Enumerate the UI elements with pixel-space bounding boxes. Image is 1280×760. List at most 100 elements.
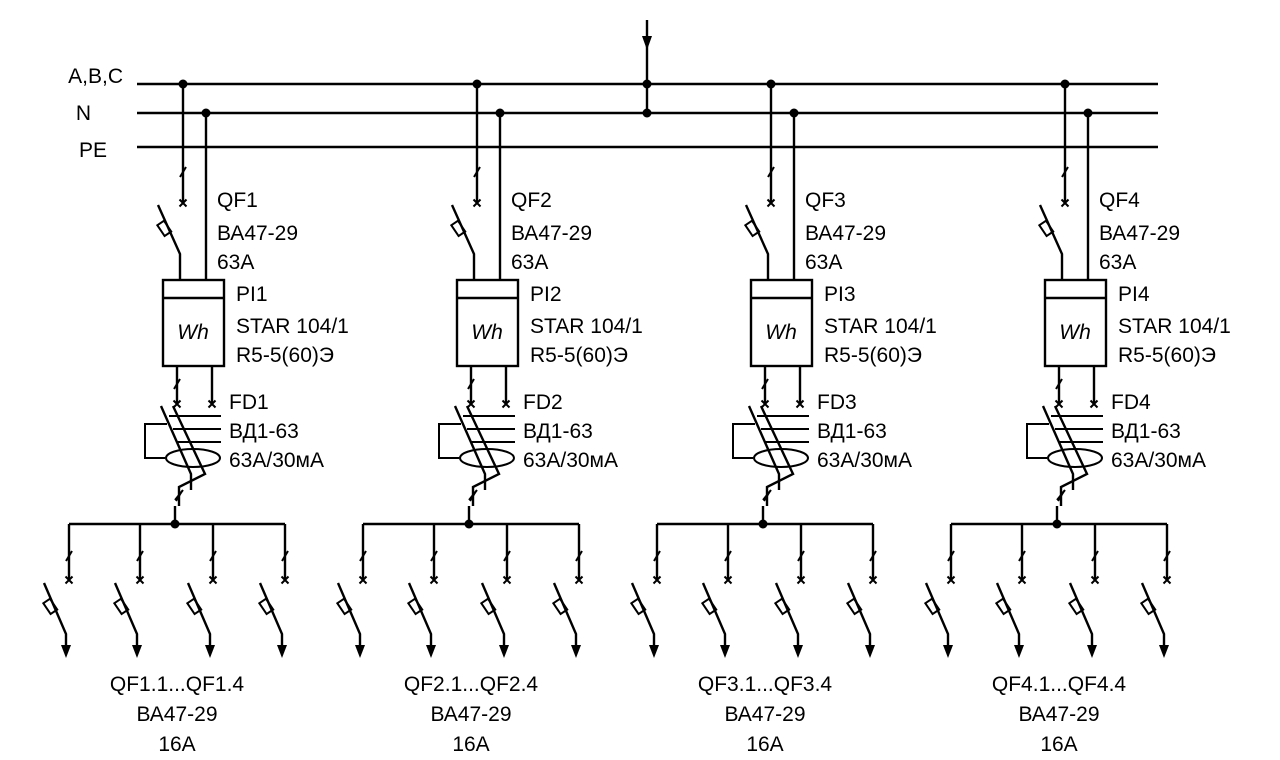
outgoing-breaker-2-1 (335, 524, 368, 658)
outgoing-trip-icon (257, 597, 275, 616)
outgoing-breaker-4-1 (923, 524, 956, 658)
meter-ref-label: PI4 (1118, 283, 1150, 306)
outgoing-contact-cross-icon (280, 575, 290, 585)
breaker-trip-icon (743, 219, 761, 238)
outgoing-blade-icon (407, 582, 433, 648)
outgoing-blade-icon (701, 582, 727, 648)
rcd-phase-contact-icon (172, 399, 182, 409)
outgoing-breaker-3-2 (700, 524, 733, 658)
rcd-ref-label: FD2 (523, 391, 563, 414)
outgoing-breaker-3-1 (629, 524, 662, 658)
outgoing-blade-icon (552, 582, 578, 648)
outgoing-breaker-3-4 (845, 524, 878, 658)
outgoing-contact-cross-icon (208, 575, 218, 585)
outgoing-breaker-3-3 (773, 524, 806, 658)
outgoing-trip-icon (551, 597, 569, 616)
outgoing-contact-cross-icon (723, 575, 733, 585)
outgoing-breaker-4-3 (1067, 524, 1100, 658)
rcd-blade-right-icon (1053, 405, 1089, 506)
rcd-rating-label: 63А/30мА (817, 449, 912, 472)
meter-body (161, 278, 226, 368)
outgoing-trip-icon (1139, 597, 1157, 616)
outgoing-blade-icon (258, 582, 284, 648)
rcd-ref-label: FD1 (229, 391, 269, 414)
outgoing-blade-icon (480, 582, 506, 648)
outgoing-breaker-2-3 (479, 524, 512, 658)
breaker-rating-label: 63А (511, 251, 548, 274)
outgoing-contact-cross-icon (796, 575, 806, 585)
rcd-blade-left-icon (1041, 405, 1075, 490)
rcd-phase-contact-icon (1054, 399, 1064, 409)
outgoing-contact-cross-icon (502, 575, 512, 585)
outgoing-arrow-icon (649, 645, 659, 658)
outgoing-tick-icon (503, 550, 511, 562)
rcd-phase-contact-icon (760, 399, 770, 409)
breaker-blade-icon (744, 204, 770, 280)
outgoing-blade-icon (113, 582, 139, 648)
outgoing-arrow-icon (355, 645, 365, 658)
outgoing-blade-icon (336, 582, 362, 648)
outgoing-tick-icon (65, 550, 73, 562)
outgoing-tick-icon (359, 550, 367, 562)
outgoing-contact-cross-icon (358, 575, 368, 585)
outgoing-tick-icon (869, 550, 877, 562)
outgoing-trip-icon (994, 597, 1012, 616)
breaker-ref-label: QF1 (217, 189, 258, 212)
outgoing-model-label: ВА47-29 (724, 703, 805, 726)
outgoing-tick-icon (1091, 550, 1099, 562)
meter-ref-label: PI3 (824, 283, 856, 306)
rcd-mechanism-lines-icon (463, 415, 515, 443)
rcd-model-label: ВД1-63 (817, 420, 887, 443)
outgoing-trip-icon (41, 597, 59, 616)
outgoing-tick-icon (575, 550, 583, 562)
outgoing-breaker-2-2 (406, 524, 439, 658)
rcd-test-loop-icon (1026, 423, 1049, 459)
meter-body (1043, 278, 1108, 368)
breaker-blade-icon (156, 204, 182, 280)
outgoing-arrow-icon (1014, 645, 1024, 658)
rcd-out-tick2-icon (1056, 489, 1066, 501)
outgoing-model-label: ВА47-29 (430, 703, 511, 726)
breaker-rating-label: 63А (805, 251, 842, 274)
outgoing-trip-icon (700, 597, 718, 616)
meter-wh-symbol: Wh (471, 321, 503, 344)
outgoing-trip-icon (185, 597, 203, 616)
outgoing-refs-label: QF3.1...QF3.4 (698, 673, 833, 696)
outgoing-blade-icon (846, 582, 872, 648)
rcd-test-loop-icon (144, 423, 167, 459)
outgoing-blade-icon (995, 582, 1021, 648)
outgoing-breaker-1-4 (257, 524, 290, 658)
meter-spec-label: R5-5(60)Э (236, 344, 334, 367)
outgoing-breaker-4-2 (994, 524, 1027, 658)
outgoing-blade-icon (42, 582, 68, 648)
outgoing-blade-icon (774, 582, 800, 648)
outgoing-trip-icon (406, 597, 424, 616)
bus-neutral-label: N (76, 102, 91, 125)
meter-spec-label: R5-5(60)Э (530, 344, 628, 367)
rcd-phase-contact-icon (466, 399, 476, 409)
outgoing-contact-cross-icon (1090, 575, 1100, 585)
outgoing-arrow-icon (571, 645, 581, 658)
outgoing-contact-cross-icon (574, 575, 584, 585)
breaker-ref-label: QF4 (1099, 189, 1140, 212)
breaker-model-label: ВА47-29 (1099, 222, 1180, 245)
incoming-junction-phase (642, 79, 652, 89)
outgoing-rating-label: 16А (452, 733, 489, 756)
rcd-out-tick2-icon (762, 489, 772, 501)
outgoing-trip-icon (479, 597, 497, 616)
rcd-blade-left-icon (747, 405, 781, 490)
rcd-rating-label: 63А/30мА (229, 449, 324, 472)
rcd-model-label: ВД1-63 (523, 420, 593, 443)
breaker-tick-icon (767, 166, 775, 178)
rcd-blade-left-icon (159, 405, 193, 490)
meter-model-label: STAR 104/1 (530, 315, 643, 338)
